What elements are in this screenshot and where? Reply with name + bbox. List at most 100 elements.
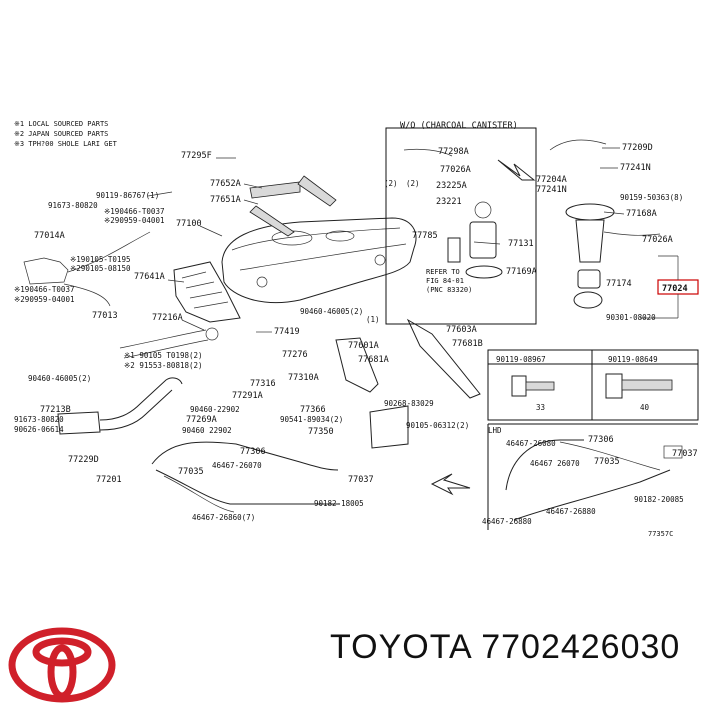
- label-77652A: 77652A: [210, 179, 241, 189]
- label-91553: ※2 91553-80818(2): [124, 361, 203, 370]
- label-77785: 77785: [412, 231, 438, 241]
- heat-insulators: [335, 318, 481, 449]
- label-77201: 77201: [96, 475, 122, 485]
- leader-lines: [147, 147, 625, 333]
- label-2a: (2): [384, 179, 398, 188]
- label-77013: 77013: [92, 311, 118, 321]
- label-90105d: 90105-06312(2): [406, 421, 469, 430]
- label-77291A: 77291A: [232, 391, 263, 401]
- label-90182a: 90182-18005: [314, 499, 364, 508]
- label-77174: 77174: [606, 279, 632, 289]
- refer-note-1: REFER TO: [426, 268, 460, 276]
- label-90541: 90541-89034(2): [280, 415, 343, 424]
- label-90301: 90301-08020: [606, 313, 656, 322]
- label-46467e: 46467-26880: [546, 507, 596, 516]
- label-77035b: 77035: [594, 457, 620, 467]
- label-46467b: 46467-26860(7): [192, 513, 255, 522]
- label-77419: 77419: [274, 327, 300, 337]
- bolt-header-long: 90119-08649: [608, 355, 658, 364]
- refer-note-2: FIG 84-01: [426, 277, 464, 285]
- label-77310A: 77310A: [288, 373, 319, 383]
- label-77026A: 77026A: [440, 165, 471, 175]
- label-77209D: 77209D: [622, 143, 653, 153]
- label-77014A: 77014A: [34, 231, 65, 241]
- label-91673: 91673-80820: [48, 201, 98, 210]
- label-77241N-a: 77241N: [620, 163, 651, 173]
- label-90159: 90159-50363(8): [620, 193, 683, 202]
- label-23221: 23221: [436, 197, 462, 207]
- fuel-lines-right: [505, 439, 683, 521]
- label-77216A: 77216A: [152, 313, 183, 323]
- legend-line-1: ※1 LOCAL SOURCED PARTS: [14, 120, 108, 128]
- label-77204A: 77204A: [536, 175, 567, 185]
- bolt-long: 40: [605, 373, 673, 412]
- label-77269A: 77269A: [186, 415, 217, 425]
- label-90268: 90268-83029: [384, 399, 434, 408]
- label-90182b: 90182-20085: [634, 495, 684, 504]
- label-46467c: 46467-26080: [506, 439, 556, 448]
- label-46467d: 46467 26070: [530, 459, 580, 468]
- bolt-dim-33: 33: [536, 403, 545, 412]
- label-2b: (2): [406, 179, 420, 188]
- filler-pipe: [23, 231, 219, 435]
- label-77037a: 77037: [348, 475, 374, 485]
- exploded-view-svg: ※1 LOCAL SOURCED PARTS ※2 JAPAN SOURCED …: [14, 120, 699, 538]
- label-77603A: 77603A: [446, 325, 477, 335]
- label-77037b: 77037: [672, 449, 698, 459]
- label-77213B: 77213B: [40, 405, 71, 415]
- label-90460-46005b: 90460-46005(2): [300, 307, 363, 316]
- label-90460-46005: 90460-46005(2): [28, 374, 91, 383]
- brand-caption: TOYOTA 7702426030: [330, 628, 681, 666]
- label-46467a: 46467-26070: [212, 461, 262, 470]
- label-91673b: 91673-80820: [14, 415, 64, 424]
- direction-arrows: [430, 159, 536, 496]
- label-77306a: 77306: [240, 447, 266, 457]
- label-90959: ※290959-04001: [104, 216, 164, 225]
- logo-emblem: [8, 627, 116, 703]
- label-77651A: 77651A: [210, 195, 241, 205]
- label-77241N-b: 77241N: [536, 185, 567, 195]
- logo-horizontal-ring: [32, 637, 92, 667]
- label-highlighted-77024: 77024: [662, 284, 688, 294]
- label-77168A: 77168A: [626, 209, 657, 219]
- label-90460-22902b: 90460 22902: [182, 426, 232, 435]
- label-77276: 77276: [282, 350, 308, 360]
- label-77229D: 77229D: [68, 455, 99, 465]
- label-90460-22902a: 90460-22902: [190, 405, 240, 414]
- bolt-header-short: 90119-08967: [496, 355, 546, 364]
- label-90105b: ※290105-08150: [70, 264, 131, 273]
- label-90119-86767: 90119-86767(1): [96, 191, 159, 200]
- label-77131: 77131: [508, 239, 534, 249]
- label-90466b: ※190466-T0037: [14, 285, 74, 294]
- label-90626: 90626-06614: [14, 425, 64, 434]
- label-77681A: 77681A: [358, 355, 389, 365]
- label-77601A: 77601A: [348, 341, 379, 351]
- sender-gauge: [403, 148, 503, 279]
- label-charcoal: W/O (CHARCOAL CANISTER): [400, 121, 518, 131]
- bolt-detail-frame: [487, 349, 699, 421]
- label-77316: 77316: [250, 379, 276, 389]
- label-77026A-b: 77026A: [642, 235, 673, 245]
- label-77366: 77366: [300, 405, 326, 415]
- legend: ※1 LOCAL SOURCED PARTS ※2 JAPAN SOURCED …: [14, 120, 118, 148]
- refer-note-3: (PNC 83320): [426, 286, 472, 294]
- fuel-tank: [221, 217, 417, 304]
- bolt-dim-40: 40: [640, 403, 650, 412]
- label-90959b: ※290959-04001: [14, 295, 74, 304]
- charcoal-canister-frame: [385, 127, 537, 325]
- label-77100: 77100: [176, 219, 202, 229]
- label-1-4: (1): [366, 315, 380, 324]
- label-77641A: 77641A: [134, 272, 165, 282]
- label-77350: 77350: [308, 427, 334, 437]
- label-77295F: 77295F: [181, 151, 212, 161]
- part-labels: W/O (CHARCOAL CANISTER) 77295F 90119-867…: [14, 121, 698, 538]
- fuel-pump-module: [549, 139, 661, 309]
- label-77035a: 77035: [178, 467, 204, 477]
- toyota-logo: [8, 627, 116, 703]
- label-77169A: 77169A: [506, 267, 537, 277]
- fuel-lines-left: [151, 441, 340, 513]
- label-90466: ※190466-T0037: [104, 207, 164, 216]
- label-46467f: 46467-26880: [482, 517, 532, 526]
- label-90105a: ※190105-T0195: [70, 255, 130, 264]
